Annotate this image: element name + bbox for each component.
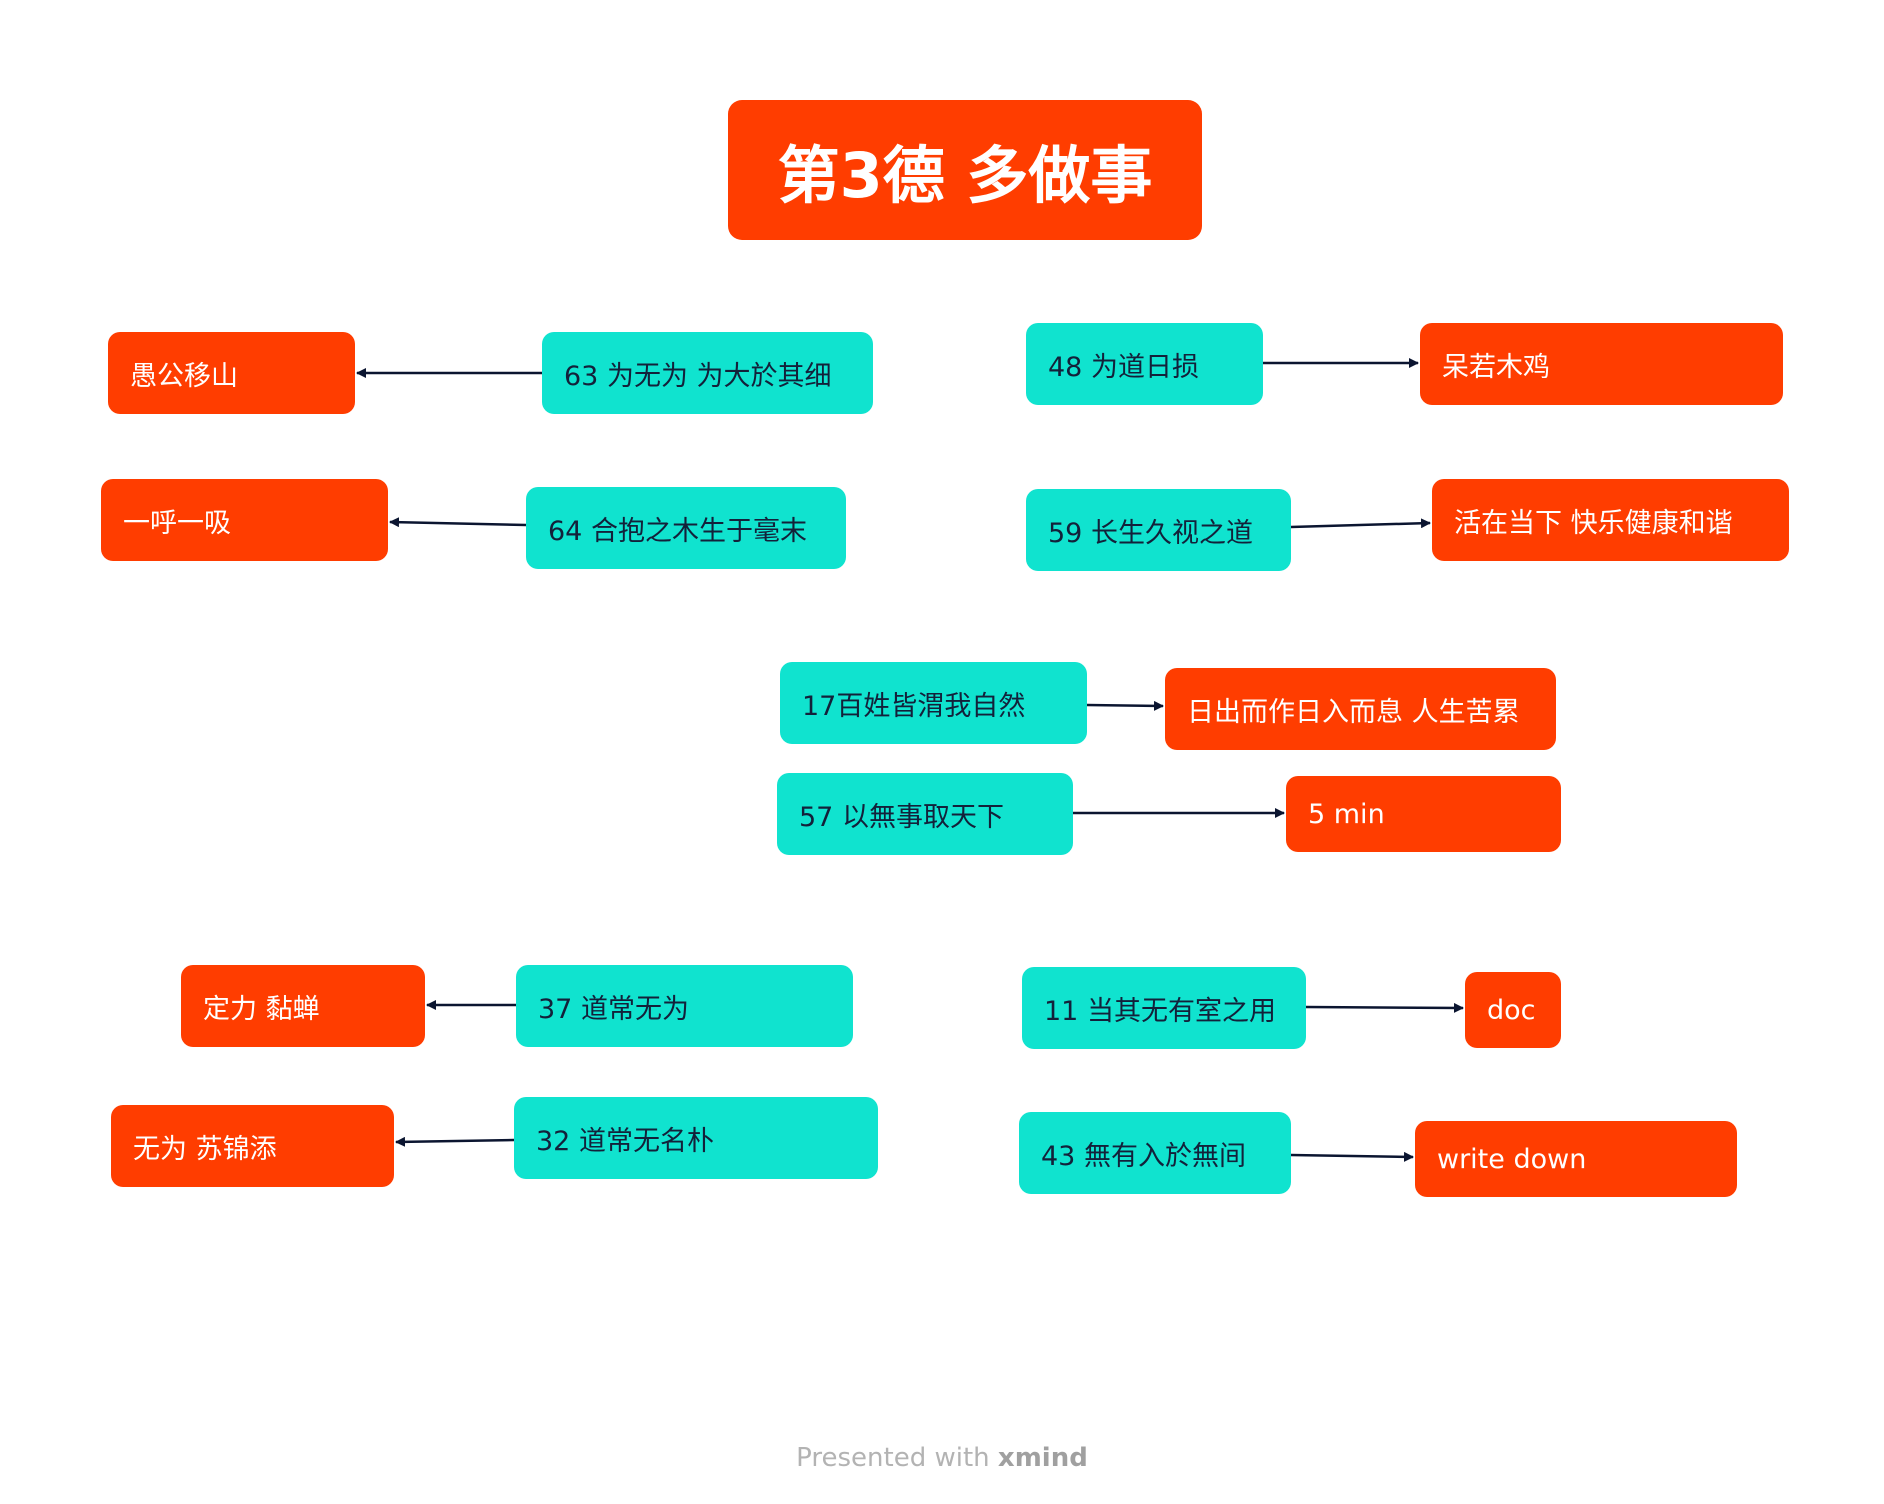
connector-arrow [395,1136,515,1147]
subtopic-48[interactable]: 48 为道日损 [1026,323,1263,405]
topic-richu-erzuo[interactable]: 日出而作日入而息 人生苦累 [1165,668,1556,750]
connector-arrow [1086,700,1164,711]
topic-dai-ruo-muji[interactable]: 呆若木鸡 [1420,323,1783,405]
topic-doc[interactable]: doc [1465,972,1561,1048]
topic-huozai-dangxia[interactable]: 活在当下 快乐健康和谐 [1432,479,1789,561]
subtopic-17[interactable]: 17百姓皆渭我自然 [780,662,1087,744]
connector-arrow [1305,1002,1464,1013]
footer-prefix: Presented with [796,1443,990,1473]
topic-5-min[interactable]: 5 min [1286,776,1561,852]
subtopic-57[interactable]: 57 以無事取天下 [777,773,1073,855]
subtopic-64[interactable]: 64 合抱之木生于毫末 [526,487,846,569]
subtopic-37[interactable]: 37 道常无为 [516,965,853,1047]
topic-write-down[interactable]: write down [1415,1121,1737,1197]
subtopic-43[interactable]: 43 無有入於無间 [1019,1112,1291,1194]
topic-yugong-yishan[interactable]: 愚公移山 [108,332,355,414]
subtopic-32[interactable]: 32 道常无名朴 [514,1097,878,1179]
connector-arrow [389,517,527,528]
xmind-logo: xmind [997,1443,1088,1473]
topic-yi-hu-yi-xi[interactable]: 一呼一吸 [101,479,388,561]
subtopic-59[interactable]: 59 长生久视之道 [1026,489,1291,571]
topic-dingli-nianchan[interactable]: 定力 黏蝉 [181,965,425,1047]
subtopic-63[interactable]: 63 为无为 为大於其细 [542,332,873,414]
connector-arrow [1290,1151,1414,1162]
subtopic-11[interactable]: 11 当其无有室之用 [1022,967,1306,1049]
central-topic[interactable]: 第3德 多做事 [728,100,1202,240]
connector-arrow [1290,518,1431,529]
xmind-footer: Presented with xmind [0,1443,1884,1473]
topic-wuwei-sujintian[interactable]: 无为 苏锦添 [111,1105,394,1187]
